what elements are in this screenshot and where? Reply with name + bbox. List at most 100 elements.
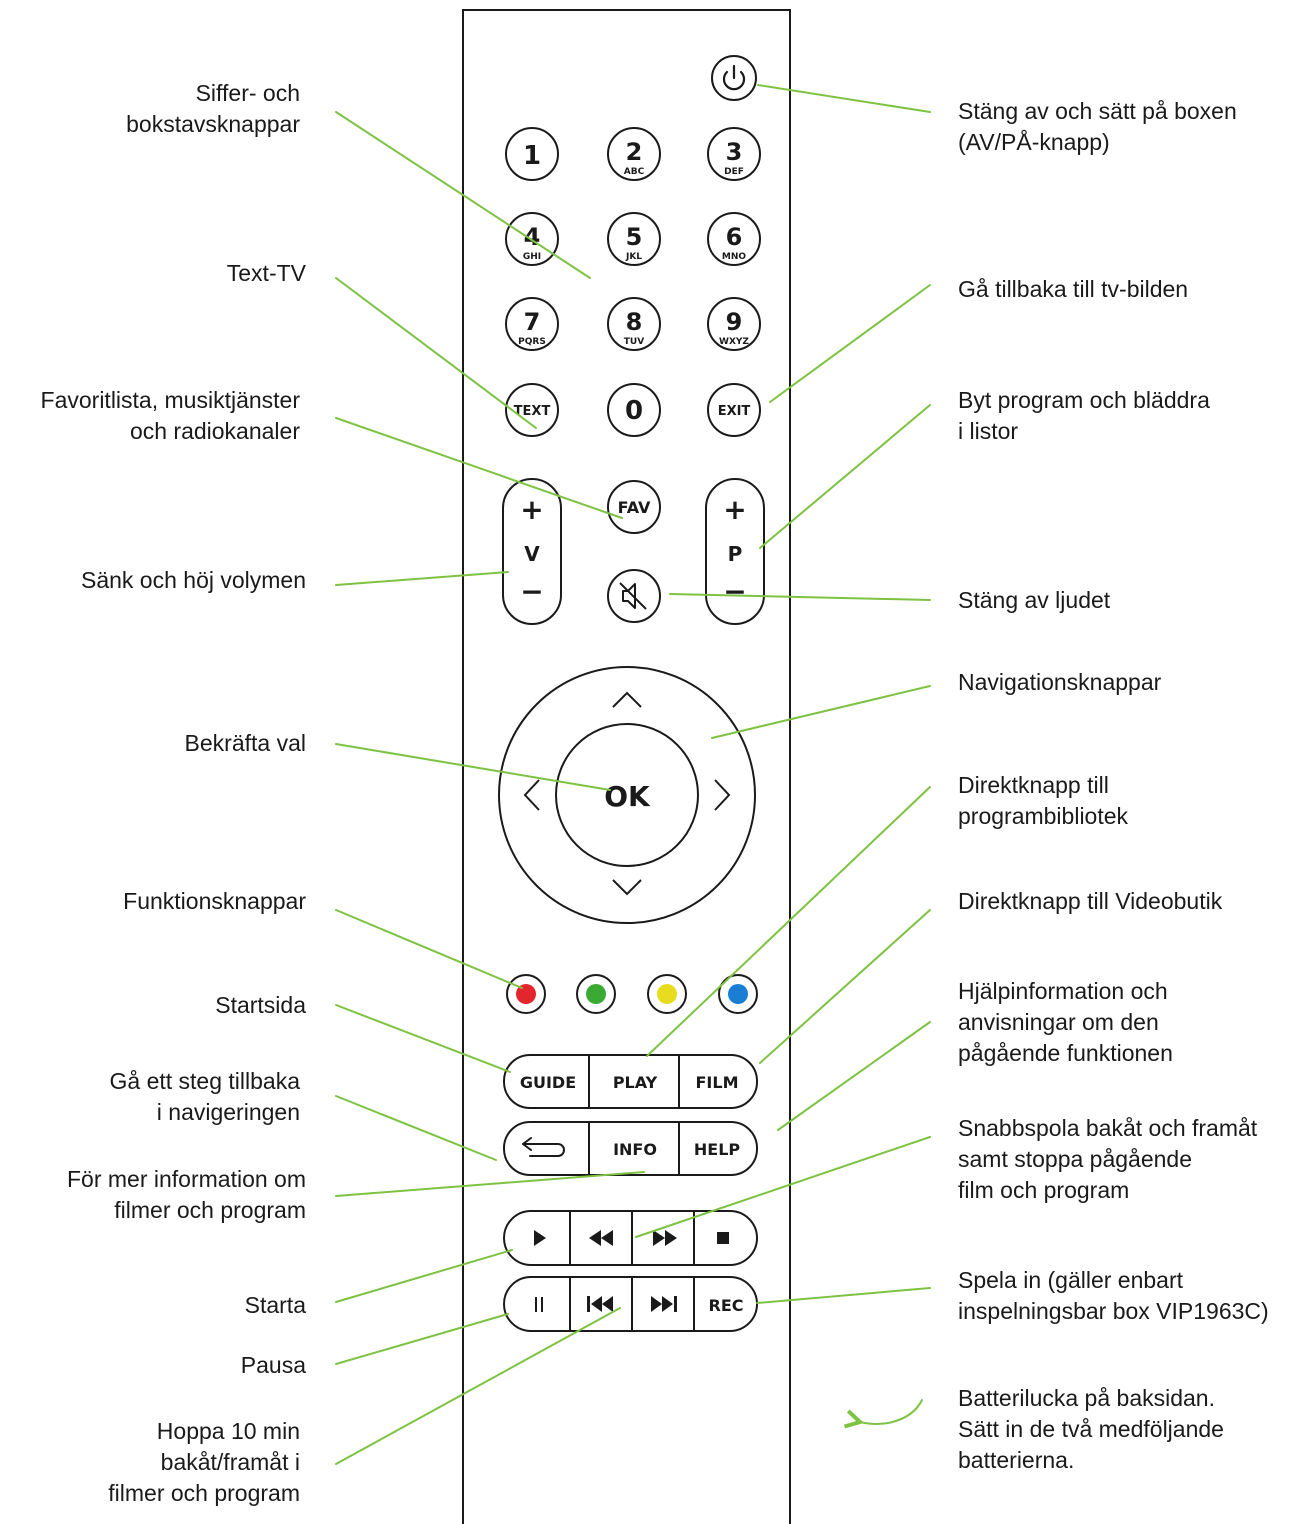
leader-volume	[335, 571, 509, 586]
transport-bar-1	[503, 1210, 758, 1266]
text-button[interactable]: TEXT	[505, 383, 559, 437]
digit-9-label: 9	[726, 308, 743, 336]
left-arrow-icon[interactable]	[523, 779, 540, 811]
leader-start	[335, 1249, 513, 1303]
digit-2-button[interactable]: 2 ABC	[607, 127, 661, 181]
label-teletext: Text-TV	[227, 258, 306, 289]
down-arrow-icon[interactable]	[612, 879, 642, 896]
label-navigation-line-1: Navigationsknappar	[958, 669, 1162, 695]
power-button[interactable]	[711, 55, 757, 101]
guide-button[interactable]: GUIDE	[520, 1073, 576, 1092]
digit-8-label: 8	[626, 308, 643, 336]
label-transport-line-1: Snabbspola bakåt och framåt	[958, 1115, 1258, 1141]
label-function: Funktionsknappar	[123, 886, 306, 917]
up-arrow-icon[interactable]	[612, 691, 642, 708]
leader-digits	[335, 111, 591, 279]
label-volume-line-1: Sänk och höj volymen	[80, 567, 306, 593]
guide-play-film-bar: GUIDE PLAY FILM	[503, 1054, 758, 1109]
label-back-line-2: i navigeringen	[156, 1099, 300, 1125]
label-mute-line-1: Stäng av ljudet	[958, 587, 1111, 613]
leader-navigation	[711, 685, 931, 739]
label-info-line-1: För mer information om	[66, 1166, 306, 1192]
power-icon	[722, 64, 746, 91]
digit-0-button[interactable]: 0	[607, 383, 661, 437]
leader-channel	[759, 404, 931, 549]
digit-6-button[interactable]: 6 MNO	[707, 212, 761, 266]
label-favorites-line-1: Favoritlista, musiktjänster	[40, 387, 300, 413]
label-transport-line-2: samt stoppa pågående	[958, 1146, 1193, 1172]
mute-button[interactable]	[607, 569, 661, 623]
exit-button[interactable]: EXIT	[707, 383, 761, 437]
rewind-button[interactable]	[589, 1230, 613, 1246]
skip-back-button[interactable]	[587, 1296, 613, 1312]
film-button[interactable]: FILM	[696, 1073, 739, 1092]
label-mute: Stäng av ljudet	[958, 585, 1110, 616]
play-icon	[534, 1230, 546, 1246]
rec-button[interactable]: REC	[709, 1296, 744, 1315]
back-info-help-bar: INFO HELP	[503, 1121, 758, 1176]
yellow-button[interactable]	[647, 974, 687, 1014]
label-channel-line-2: i listor	[958, 418, 1019, 444]
label-navigation: Navigationsknappar	[958, 667, 1161, 698]
leader-library	[646, 786, 931, 1057]
label-help-line-3: pågående funktionen	[958, 1040, 1173, 1066]
label-confirm-line-1: Bekräfta val	[184, 730, 306, 756]
fast-forward-button[interactable]	[653, 1230, 677, 1246]
label-record: Spela in (gäller enbart inspelningsbar b…	[958, 1265, 1269, 1327]
label-info: För mer information om filmer och progra…	[67, 1164, 306, 1226]
text-button-label: TEXT	[514, 404, 551, 419]
volume-rocker[interactable]: + V −	[502, 478, 562, 625]
skip-forward-button[interactable]	[651, 1296, 677, 1312]
leader-transport	[635, 1136, 931, 1238]
label-jump-line-2: bakåt/framåt i	[160, 1449, 300, 1475]
label-info-line-2: filmer och program	[114, 1197, 306, 1223]
digit-7-letters: PQRS	[518, 337, 546, 347]
channel-rocker[interactable]: + P −	[705, 478, 765, 625]
help-button[interactable]: HELP	[694, 1140, 741, 1159]
digit-5-button[interactable]: 5 JKL	[607, 212, 661, 266]
leader-function	[335, 909, 523, 989]
play-button[interactable]: PLAY	[613, 1073, 658, 1092]
label-power: Stäng av och sätt på boxen (AV/PÅ-knapp)	[958, 96, 1237, 158]
green-button[interactable]	[576, 974, 616, 1014]
digit-8-button[interactable]: 8 TUV	[607, 297, 661, 351]
label-record-line-2: inspelningsbar box VIP1963C)	[958, 1298, 1269, 1324]
red-button[interactable]	[506, 974, 546, 1014]
digit-9-button[interactable]: 9 WXYZ	[707, 297, 761, 351]
color-keys	[506, 974, 758, 1014]
play-button-label: PLAY	[613, 1073, 658, 1092]
label-pause-line-1: Pausa	[240, 1352, 306, 1378]
exit-button-label: EXIT	[718, 404, 751, 419]
digit-8-letters: TUV	[624, 337, 644, 347]
label-library: Direktknapp till programbibliotek	[958, 770, 1128, 832]
stop-button[interactable]	[717, 1232, 729, 1244]
label-jump-line-1: Hoppa 10 min	[156, 1418, 300, 1444]
label-digits: Siffer- och bokstavsknappar	[126, 78, 300, 140]
digit-1-button[interactable]: 1	[505, 127, 559, 181]
label-jump: Hoppa 10 min bakåt/framåt i filmer och p…	[108, 1416, 300, 1509]
label-back-line-1: Gå ett steg tillbaka	[109, 1068, 301, 1094]
info-button[interactable]: INFO	[613, 1140, 657, 1159]
digit-3-button[interactable]: 3 DEF	[707, 127, 761, 181]
digit-7-button[interactable]: 7 PQRS	[505, 297, 559, 351]
ok-button[interactable]: OK	[555, 723, 699, 867]
label-library-line-1: Direktknapp till	[958, 772, 1109, 798]
play-transport-button[interactable]	[534, 1230, 546, 1246]
digit-4-letters: GHI	[523, 252, 541, 262]
label-library-line-2: programbibliotek	[958, 803, 1129, 829]
channel-up-label: +	[723, 493, 746, 526]
fav-button[interactable]: FAV	[607, 480, 661, 534]
digit-0-label: 0	[625, 396, 643, 426]
label-exit: Gå tillbaka till tv-bilden	[958, 274, 1188, 305]
mute-icon	[619, 582, 647, 610]
blue-button[interactable]	[718, 974, 758, 1014]
right-arrow-icon[interactable]	[714, 779, 731, 811]
label-battery-line-1: Batterilucka på baksidan.	[958, 1385, 1215, 1411]
pause-button[interactable]	[535, 1297, 543, 1312]
back-button[interactable]	[522, 1137, 565, 1157]
leader-lines	[335, 84, 931, 1465]
digit-6-letters: MNO	[722, 252, 746, 262]
info-button-label: INFO	[613, 1140, 657, 1159]
rewind-icon	[589, 1230, 613, 1246]
